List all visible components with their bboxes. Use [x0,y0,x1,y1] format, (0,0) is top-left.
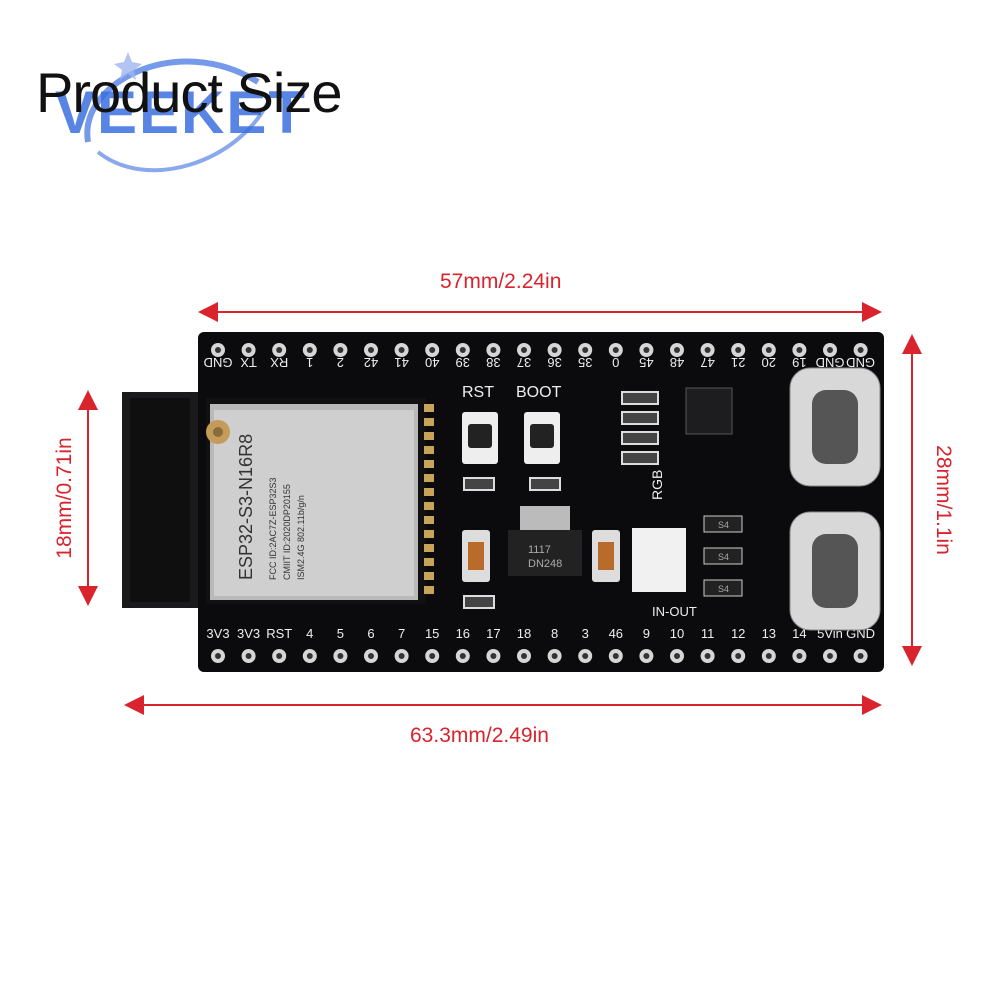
bottom-pin-label-8: 16 [456,626,470,641]
rgb-label: RGB [649,470,665,500]
module-line-3: CMIIT ID:2020DP20155 [282,484,292,580]
module-pad-9 [424,530,434,538]
module-pad-3 [424,446,434,454]
bottom-pin-label-7: 15 [425,626,439,641]
module-pad-4 [424,460,434,468]
top-pin-row: GND TX RX 1 2 42 41 40 39 38 37 36 35 0 45 48 47 21 20 19 GN… [204,343,875,370]
module-line-4: ISM2.4G 802.11b/g/n [296,495,306,580]
top-pin-label-14: 45 [639,355,653,370]
bottom-pin-label-18: 13 [762,626,776,641]
regulator-line-1: 1117 [528,544,551,556]
bottom-pin-label-11: 8 [551,626,558,641]
rst-label: RST [462,384,494,401]
top-pin-label-7: 40 [425,355,439,370]
bottom-pin-label-15: 10 [670,626,684,641]
module-pad-2 [424,432,434,440]
module-pad-1 [424,418,434,426]
rgb-led [632,528,686,592]
regulator-line-2: DN248 [528,558,562,570]
top-pin-label-0: GND [204,355,233,370]
inout-label: IN-OUT [652,604,697,619]
top-pin-label-18: 20 [762,355,776,370]
top-pin-label-16: 47 [700,355,714,370]
top-pin-label-1: TX [240,355,257,370]
module-pad-10 [424,544,434,552]
module-pad-5 [424,474,434,482]
bottom-pin-label-1: 3V3 [237,626,260,641]
bottom-pin-label-6: 7 [398,626,405,641]
diode-label-2: S4 [718,552,729,562]
bottom-pin-label-0: 3V3 [206,626,229,641]
top-pin-label-8: 39 [456,355,470,370]
bottom-pin-label-13: 46 [609,626,623,641]
diode-group: S4 S4 S4 [703,515,743,597]
top-pin-label-13: 0 [612,355,619,370]
resistor-group [463,391,659,609]
diode-label-1: S4 [718,520,729,530]
top-pin-label-11: 36 [547,355,561,370]
top-pin-label-15: 48 [670,355,684,370]
diode-label-3: S4 [718,584,729,594]
top-pin-label-3: 1 [306,355,313,370]
module-pad-8 [424,516,434,524]
bottom-pin-label-10: 18 [517,626,531,641]
bottom-pin-label-2: RST [266,626,292,641]
bottom-pin-label-14: 9 [643,626,650,641]
module-pad-11 [424,558,434,566]
bottom-pin-label-16: 11 [701,626,715,641]
bottom-pin-label-19: 14 [792,626,806,641]
module-pad-0 [424,404,434,412]
boot-label: BOOT [516,384,562,401]
top-pin-label-4: 2 [337,355,344,370]
top-width-label: 57mm/2.24in [440,270,562,293]
module-pad-13 [424,586,434,594]
module-pad-6 [424,488,434,496]
bottom-pin-label-4: 5 [337,626,344,641]
bottom-pin-label-17: 12 [731,626,745,641]
top-pin-label-20: GND [816,355,845,370]
top-pin-label-2: RX [270,355,288,370]
top-pin-label-19: 19 [792,355,806,370]
module-label: ESP32-S3-N16R8 FCC ID:2AC7Z-ESP32S3 CMII… [236,434,306,580]
module-line-2: FCC ID:2AC7Z-ESP32S3 [268,477,278,580]
brand-logo-text: VEEKET [55,79,308,146]
usb-bridge-chip [685,387,733,435]
bottom-pin-label-9: 17 [486,626,500,641]
bottom-pin-label-12: 3 [582,626,589,641]
bottom-pin-label-5: 6 [367,626,374,641]
page-title: Product Size [36,61,342,124]
bottom-pin-label-3: 4 [306,626,313,641]
module-pad-12 [424,572,434,580]
brand-logo-swoosh [84,52,270,173]
top-pin-label-17: 21 [731,355,745,370]
top-pin-label-12: 35 [578,355,592,370]
top-pin-label-9: 38 [486,355,500,370]
module-line-1: ESP32-S3-N16R8 [236,434,256,580]
bottom-width-label: 63.3mm/2.49in [410,724,549,747]
top-pin-label-6: 41 [394,355,408,370]
voltage-regulator [508,530,582,576]
module-side-pads [424,404,434,594]
top-pin-label-21: GND [846,355,875,370]
module-pad-7 [424,502,434,510]
top-pin-label-5: 42 [364,355,378,370]
top-pin-label-10: 37 [517,355,531,370]
